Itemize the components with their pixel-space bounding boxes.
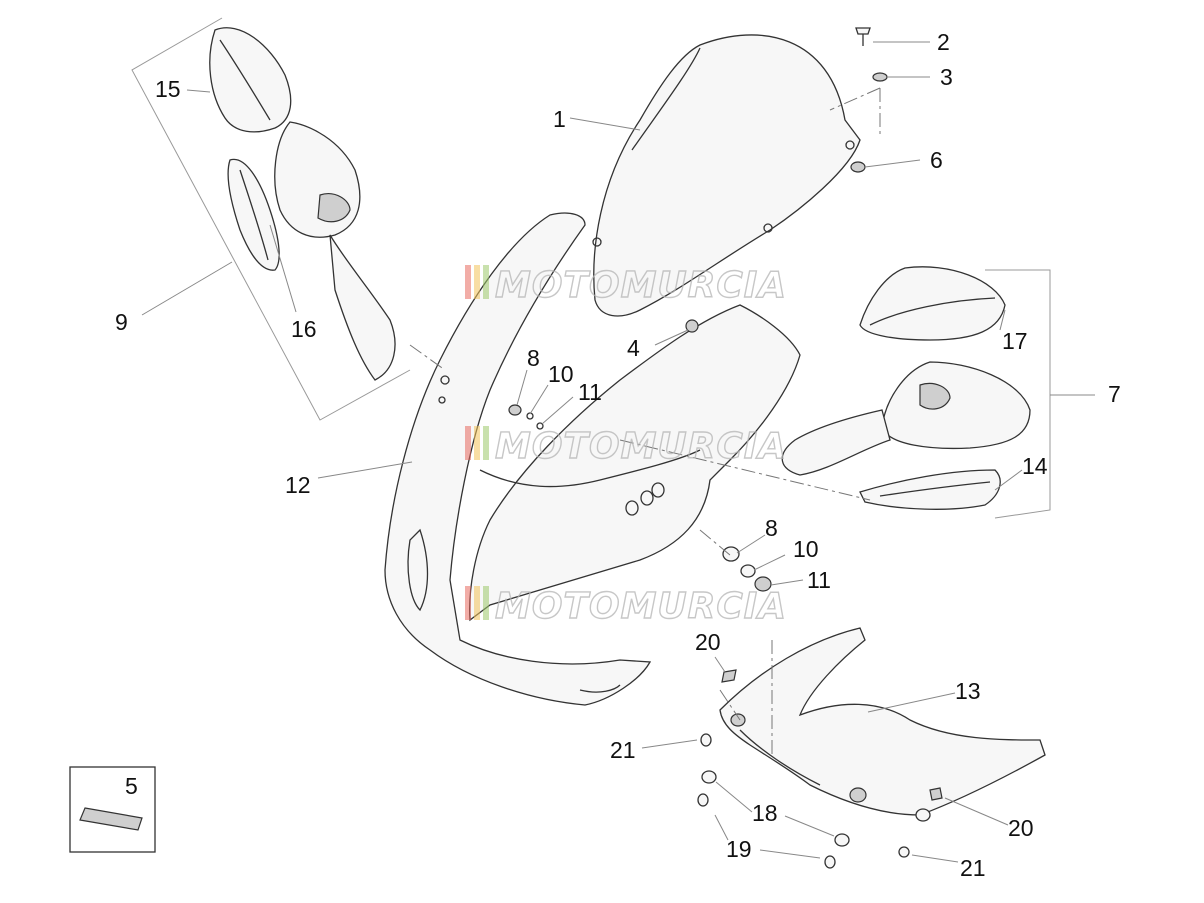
callout-8[interactable]: 8 bbox=[527, 345, 540, 371]
callout-2[interactable]: 2 bbox=[937, 29, 950, 55]
watermark-text: MOTOMURCIA bbox=[495, 586, 787, 627]
right-mirror-glass-part[interactable] bbox=[859, 266, 1006, 341]
right-mirror-housing-part[interactable] bbox=[781, 361, 1031, 476]
watermark-bottom: MOTOMURCIA bbox=[465, 585, 787, 628]
hardware-washers-upper[interactable] bbox=[508, 404, 544, 430]
callout-19[interactable]: 19 bbox=[726, 836, 752, 862]
callout-14[interactable]: 14 bbox=[1022, 453, 1048, 479]
right-turn-signal-part[interactable] bbox=[859, 469, 1001, 510]
watermark-text: MOTOMURCIA bbox=[495, 265, 787, 306]
callout-7[interactable]: 7 bbox=[1108, 381, 1121, 407]
callout-20[interactable]: 20 bbox=[1008, 815, 1034, 841]
callout-21[interactable]: 21 bbox=[960, 855, 986, 881]
callout-3[interactable]: 3 bbox=[940, 64, 953, 90]
callout-16[interactable]: 16 bbox=[291, 316, 317, 342]
callout-15[interactable]: 15 bbox=[155, 76, 181, 102]
callout-5[interactable]: 5 bbox=[125, 773, 138, 799]
front-fairing-part[interactable] bbox=[384, 212, 801, 706]
callout-8[interactable]: 8 bbox=[765, 515, 778, 541]
left-mirror-glass-part[interactable] bbox=[209, 27, 292, 133]
watermark-middle: MOTOMURCIA bbox=[465, 425, 787, 468]
callout-11[interactable]: 11 bbox=[807, 567, 831, 593]
screw-part[interactable] bbox=[855, 27, 871, 46]
spring-nut-part[interactable] bbox=[685, 319, 699, 333]
callout-11[interactable]: 11 bbox=[578, 379, 602, 405]
watermark-top: MOTOMURCIA bbox=[465, 264, 787, 307]
callout-12[interactable]: 12 bbox=[285, 472, 311, 498]
callout-10[interactable]: 10 bbox=[548, 361, 574, 387]
alignment-lines bbox=[409, 87, 881, 755]
callout-1[interactable]: 1 bbox=[553, 106, 566, 132]
callout-6[interactable]: 6 bbox=[930, 147, 943, 173]
callouts: 1 2 3 4 5 6 7 8 8 9 10 10 11 11 12 13 14… bbox=[115, 29, 1121, 881]
callout-10[interactable]: 10 bbox=[793, 536, 819, 562]
left-mirror-housing-part[interactable] bbox=[274, 121, 396, 381]
belly-pan-part[interactable] bbox=[719, 627, 1046, 816]
callout-21[interactable]: 21 bbox=[610, 737, 636, 763]
left-turn-signal-part[interactable] bbox=[227, 158, 280, 271]
leader-lines bbox=[141, 41, 1095, 863]
group-bracket-left bbox=[131, 17, 411, 421]
group-bracket-right bbox=[985, 269, 1051, 519]
kit-box[interactable] bbox=[69, 766, 156, 853]
callout-20[interactable]: 20 bbox=[695, 629, 721, 655]
watermark-text: MOTOMURCIA bbox=[495, 426, 787, 467]
windscreen-part[interactable] bbox=[592, 34, 861, 317]
hardware-washers-lower[interactable] bbox=[722, 546, 772, 592]
callout-13[interactable]: 13 bbox=[955, 678, 981, 704]
washer-part[interactable] bbox=[872, 72, 888, 82]
callout-18[interactable]: 18 bbox=[752, 800, 778, 826]
clips-and-screws[interactable] bbox=[697, 669, 943, 869]
grommet-part[interactable] bbox=[850, 161, 866, 173]
callout-4[interactable]: 4 bbox=[627, 335, 640, 361]
callout-17[interactable]: 17 bbox=[1002, 328, 1028, 354]
callout-9[interactable]: 9 bbox=[115, 309, 128, 335]
